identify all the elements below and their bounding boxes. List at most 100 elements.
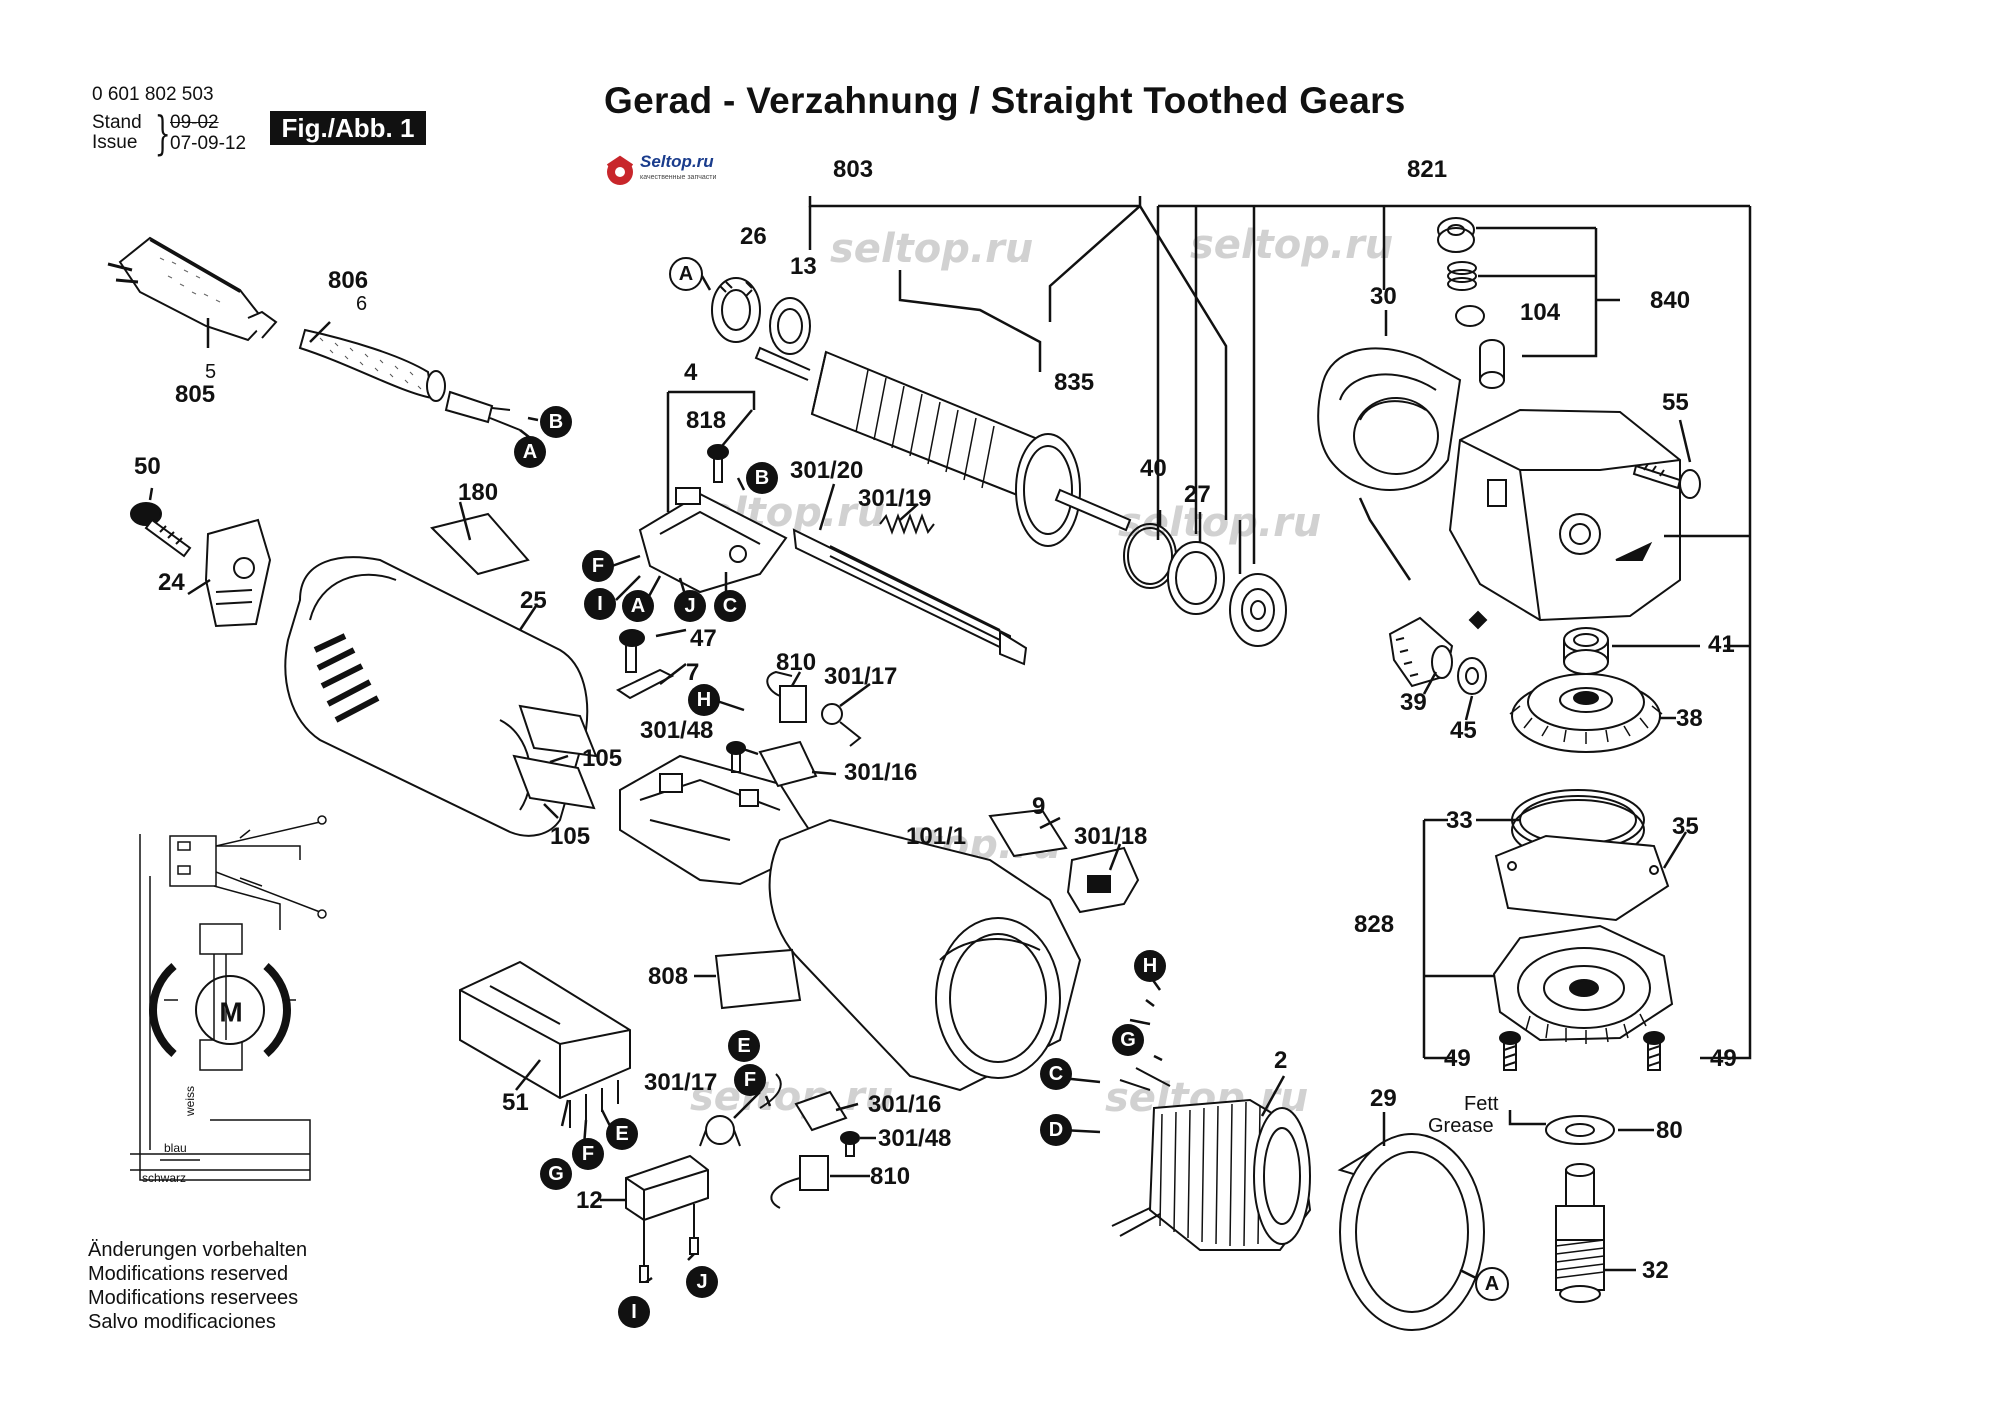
- page-title: Gerad - Verzahnung / Straight Toothed Ge…: [604, 80, 1406, 121]
- svg-text:B: B: [755, 467, 769, 489]
- modification-notes: Änderungen vorbehalten Modifications res…: [88, 1238, 307, 1334]
- motor-symbol: M: [219, 997, 242, 1028]
- guard-30: [1317, 347, 1462, 491]
- label-40: 40: [1140, 455, 1167, 482]
- label-4: 4: [684, 359, 698, 386]
- svg-text:G: G: [548, 1163, 564, 1185]
- note-line: Modifications reserved: [88, 1263, 289, 1285]
- marker-a: A: [1475, 1267, 1509, 1301]
- label-5: 5: [205, 361, 216, 383]
- wire-blau-label: blau: [164, 1141, 187, 1155]
- label-29: 29: [1370, 1085, 1397, 1112]
- marker-a: A: [669, 257, 703, 291]
- marker-i: I: [618, 1296, 650, 1328]
- ring-27: [1167, 541, 1225, 615]
- label-808: [714, 948, 802, 1010]
- issue-date: 07-09-12: [170, 133, 247, 154]
- label-39: 39: [1400, 689, 1427, 716]
- svg-text:B: B: [549, 411, 563, 433]
- marker-e: E: [606, 1118, 638, 1150]
- clip-7: [615, 668, 675, 700]
- label-49: 49: [1444, 1045, 1471, 1072]
- marker-e: E: [728, 1030, 760, 1062]
- seltop-logo: Seltop.ru качественные запчасти: [600, 152, 730, 192]
- label-49: 49: [1710, 1045, 1737, 1072]
- gear-housing-101-1: [768, 818, 1082, 1092]
- wire-weiss-label: weiss: [183, 1086, 197, 1117]
- svg-text:J: J: [684, 595, 695, 617]
- figure-badge: Fig./Abb. 1: [270, 111, 426, 145]
- label-818: 818: [686, 407, 726, 434]
- label-9: 9: [1032, 793, 1045, 820]
- bearing-26: [711, 277, 761, 343]
- label-51: 51: [502, 1089, 529, 1116]
- label-12: 12: [576, 1187, 603, 1214]
- svg-text:A: A: [523, 441, 537, 463]
- label-9: [988, 808, 1068, 858]
- logo-emblem-icon: [606, 155, 634, 185]
- label-2: 2: [1274, 1047, 1287, 1074]
- lock-pin-840: [1479, 339, 1505, 389]
- label-301-16: 301/16: [844, 759, 917, 786]
- label-301-17: 301/17: [644, 1069, 717, 1096]
- label-828: 828: [1354, 911, 1394, 938]
- label-33: 33: [1446, 807, 1473, 834]
- marker-i: I: [584, 588, 616, 620]
- screw-50: [130, 502, 192, 558]
- marker-d: D: [1040, 1114, 1072, 1146]
- switch-assembly-4: [638, 487, 788, 594]
- pinion-39: [1388, 616, 1454, 688]
- marker-f: F: [734, 1064, 766, 1096]
- brush-holder-301-16-lower: [759, 1073, 848, 1132]
- svg-text:A: A: [631, 595, 645, 617]
- marker-c: C: [714, 590, 746, 622]
- marker-g: G: [540, 1158, 572, 1190]
- label-301-48: 301/48: [878, 1125, 951, 1152]
- cable-end: [444, 390, 521, 431]
- label-38: 38: [1676, 705, 1703, 732]
- label-35: 35: [1672, 813, 1699, 840]
- screw-55: [1632, 463, 1701, 499]
- label-180: 180: [458, 479, 498, 506]
- spring-840: [1447, 261, 1477, 291]
- label-104: 104: [1520, 299, 1561, 326]
- needle-bearing-41: [1563, 627, 1609, 675]
- wiring-diagram: [130, 815, 327, 1181]
- fett-label: Fett: [1464, 1093, 1499, 1115]
- svg-text:H: H: [1143, 955, 1157, 977]
- suppressor-12: [625, 1154, 709, 1283]
- label-835: 835: [1054, 369, 1094, 396]
- svg-text:F: F: [744, 1069, 756, 1091]
- seal-ring-33: [1511, 789, 1645, 861]
- washer-80: [1545, 1115, 1615, 1145]
- svg-text:A: A: [679, 263, 693, 285]
- label-25: 25: [520, 587, 547, 614]
- screw-49-left: [1499, 1031, 1521, 1071]
- label-32: 32: [1642, 1257, 1669, 1284]
- marker-g: G: [1112, 1024, 1144, 1056]
- label-101-1: 101/1: [906, 823, 966, 850]
- label-840: 840: [1650, 287, 1690, 314]
- label-821: 821: [1407, 156, 1447, 183]
- label-41: 41: [1708, 631, 1735, 658]
- connector-block-51: [459, 960, 631, 1128]
- brush-spring-810: [766, 670, 807, 723]
- label-6: 6: [356, 293, 367, 315]
- label-301-19: 301/19: [858, 485, 931, 512]
- screw-301-48: [726, 741, 746, 773]
- watermark: seltop.ru: [830, 226, 1034, 272]
- o-ring-104: [1455, 305, 1485, 327]
- note-line: Salvo modificaciones: [88, 1311, 276, 1333]
- label-301-20: 301/20: [790, 457, 863, 484]
- svg-text:F: F: [582, 1143, 594, 1165]
- watermark: seltop.ru: [1190, 222, 1394, 268]
- brush-holder-plate: [619, 754, 822, 886]
- svg-text:I: I: [597, 593, 603, 615]
- nut-45: [1457, 657, 1487, 695]
- field-coil-stator-2: [1111, 1067, 1312, 1251]
- label-30: 30: [1370, 283, 1397, 310]
- label-810: 810: [870, 1163, 910, 1190]
- cable-sleeve: [298, 328, 446, 402]
- part-labels: 803 821 26 13 30 840 104 806 6 5 805 835…: [134, 156, 1737, 1284]
- bevel-gear-38: [1509, 673, 1663, 753]
